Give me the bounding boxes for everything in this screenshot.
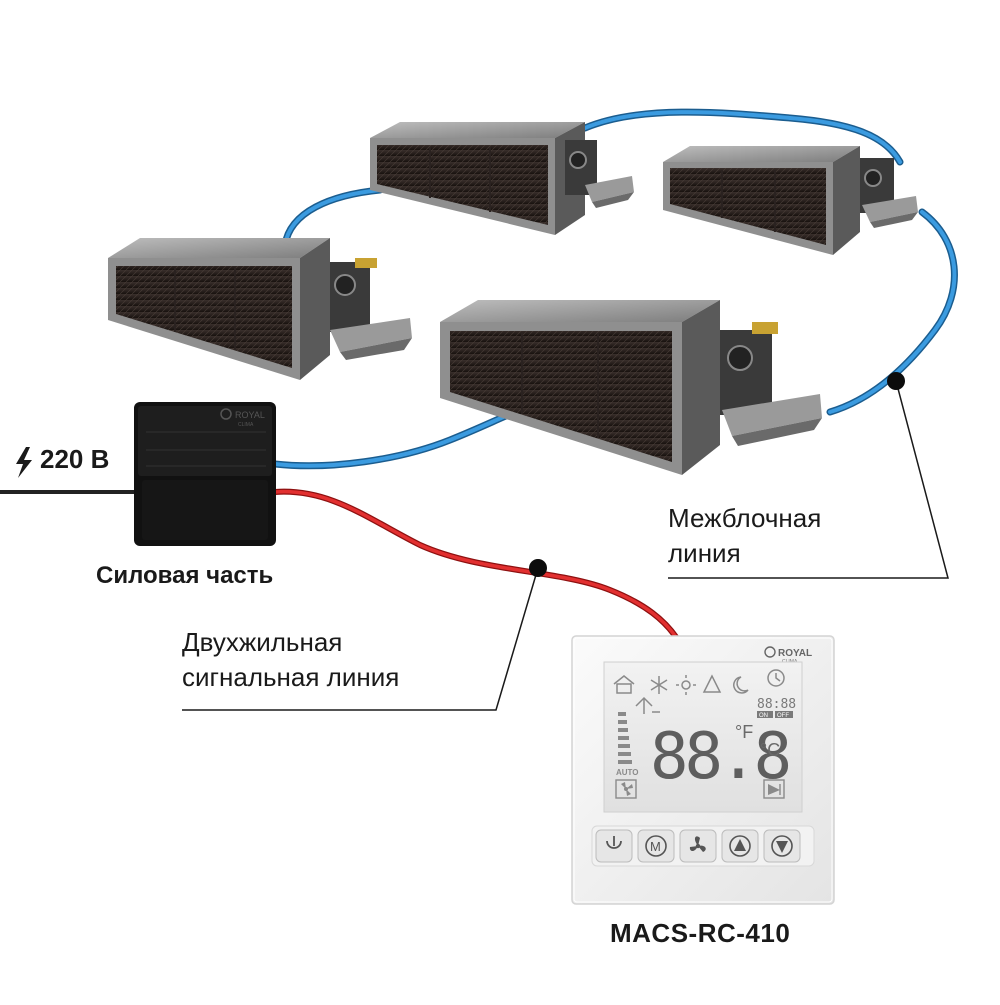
- temperature-display: 88.8: [650, 720, 789, 794]
- down-button[interactable]: [763, 829, 801, 863]
- duct-unit-d: [440, 300, 822, 475]
- triangle-up-icon: [734, 839, 746, 851]
- controller: ROYAL CLIMA 88:88 ON OFF: [571, 635, 835, 905]
- swing-icon: [635, 696, 660, 714]
- auto-mode-label: AUTO: [616, 768, 639, 777]
- duct-unit-a: [108, 238, 412, 380]
- louver-icon: [763, 779, 785, 799]
- timer-on-badge: ON: [759, 713, 768, 719]
- unit-fahrenheit: °F: [735, 722, 753, 742]
- unit-celsius: °C: [760, 740, 780, 760]
- mode-button-label: M: [650, 839, 661, 854]
- controller-model-label: MACS-RC-410: [610, 918, 791, 948]
- clock-icon: [767, 669, 785, 687]
- timer-off-badge: OFF: [777, 713, 789, 719]
- power-unit-title: Силовая часть: [96, 562, 274, 589]
- signal-line-label-2: сигнальная линия: [182, 662, 400, 692]
- interblock-pointer: [668, 380, 949, 579]
- up-button[interactable]: [721, 829, 759, 863]
- interblock-cable: [271, 108, 958, 470]
- interblock-dot: [887, 372, 905, 390]
- fan-mode-icon: [615, 779, 637, 799]
- sun-icon: [676, 675, 696, 695]
- power-box-brand-sub: CLIMA: [238, 422, 254, 428]
- power-button[interactable]: [595, 829, 633, 863]
- duct-unit-c: [663, 146, 918, 255]
- fan-icon: [689, 836, 706, 852]
- snowflake-icon: [650, 676, 668, 694]
- moon-icon: [733, 676, 749, 694]
- fan-button[interactable]: [679, 829, 717, 863]
- power-box: ROYAL CLIMA: [134, 402, 276, 546]
- home-icon: [613, 675, 635, 694]
- lightning-icon: [16, 447, 32, 478]
- interblock-line-label-2: линия: [668, 538, 741, 568]
- mode-button[interactable]: M: [637, 829, 675, 863]
- fan-speed-bars: [618, 712, 632, 764]
- voltage-label: 220 В: [40, 444, 110, 474]
- triangle-down-icon: [776, 841, 788, 853]
- interblock-line-label-1: Межблочная: [668, 503, 822, 533]
- power-box-brand: ROYAL: [235, 410, 265, 420]
- signal-dot: [529, 559, 547, 577]
- signal-line-label-1: Двухжильная: [182, 627, 343, 657]
- controller-brand: ROYAL: [778, 648, 812, 659]
- power-icon: [606, 836, 622, 849]
- signal-pointer: [182, 567, 539, 711]
- timer-display: 88:88: [757, 697, 796, 712]
- dry-mode-icon: [702, 674, 722, 693]
- signal-cable: [272, 488, 681, 643]
- duct-unit-b: [370, 122, 634, 235]
